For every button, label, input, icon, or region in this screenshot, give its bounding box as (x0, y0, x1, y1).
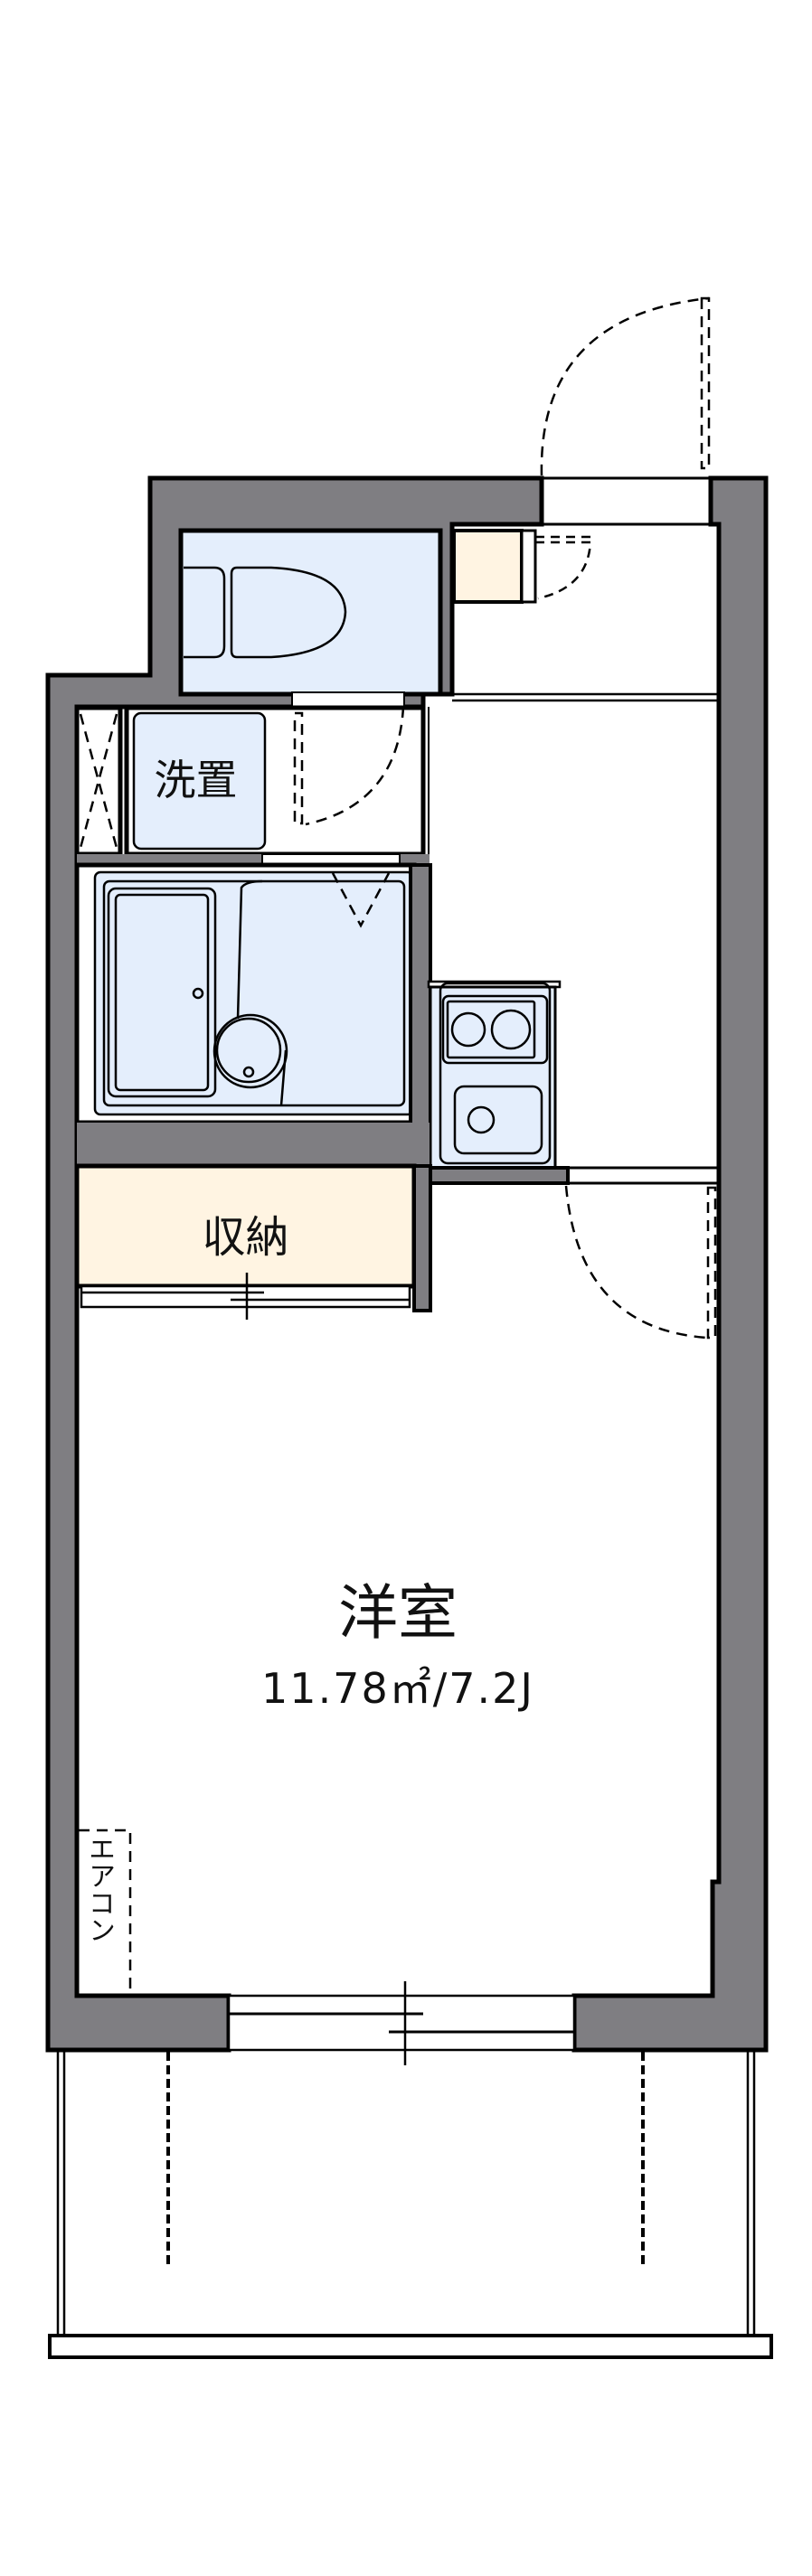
room-door-swing (564, 1185, 717, 1340)
laundry-door-swing (293, 706, 405, 826)
aircon-box (79, 1829, 132, 1998)
toilet-icon (184, 566, 347, 659)
stove-sink-icon (439, 982, 552, 1165)
balcony (48, 2052, 773, 2359)
storage-label: 収納 (202, 1212, 289, 1263)
kitchen (409, 863, 720, 1340)
laundry-area (124, 705, 430, 857)
sliding-window (227, 1981, 576, 2065)
aircon-label: エアコン (83, 1835, 115, 1943)
pipe-shaft (74, 705, 123, 857)
shoe-cabinet-door-swing (535, 541, 592, 600)
western-room-label: 洋室 (338, 1578, 458, 1648)
pipe-shaft-x-icon (79, 713, 118, 849)
bath-vent-triangle (331, 872, 391, 928)
entrance-door-leaf (700, 296, 711, 470)
entrance (452, 296, 721, 702)
shoe-cabinet (452, 529, 592, 604)
balcony-railing-icon (48, 2052, 773, 2359)
entrance-door-swing (540, 296, 710, 476)
bathtub-icon (107, 879, 288, 1106)
western-room-area: 11.78㎡/7.2J (261, 1664, 534, 1713)
laundry-label: 洗置 (154, 756, 238, 804)
storage-closet (74, 1123, 432, 1320)
